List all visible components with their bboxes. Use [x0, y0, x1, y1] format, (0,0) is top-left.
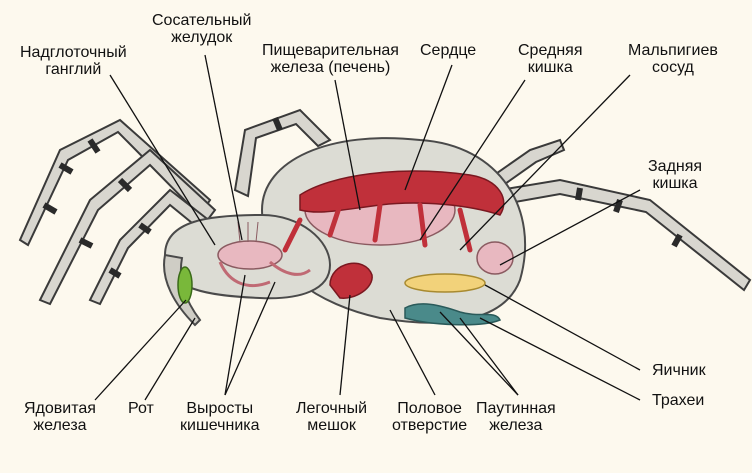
label-malpighian-tubule: Мальпигиев сосуд — [628, 42, 718, 76]
label-venom-gland: Ядовитая железа — [24, 400, 96, 434]
venom-gland-shape — [178, 267, 192, 303]
label-book-lung: Легочный мешок — [296, 400, 367, 434]
label-supraesophageal-ganglion: Надглоточный ганглий — [20, 44, 127, 78]
label-mouth: Рот — [128, 400, 154, 417]
label-ovary: Яичник — [652, 362, 706, 379]
leg-back-2 — [500, 180, 750, 290]
label-trachea: Трахеи — [652, 392, 704, 409]
label-silk-gland: Паутинная железа — [476, 400, 556, 434]
label-sucking-stomach: Сосательный желудок — [152, 12, 251, 46]
label-midgut: Средняя кишка — [518, 42, 583, 76]
label-gut-outgrowths: Выросты кишечника — [180, 400, 260, 434]
ovary-shape — [405, 274, 485, 292]
label-genital-opening: Половое отверстие — [392, 400, 467, 434]
label-digestive-gland: Пищеварительная железа (печень) — [262, 42, 399, 76]
label-hindgut: Задняя кишка — [648, 158, 702, 192]
hindgut-shape — [477, 242, 513, 274]
label-heart: Сердце — [420, 42, 476, 59]
